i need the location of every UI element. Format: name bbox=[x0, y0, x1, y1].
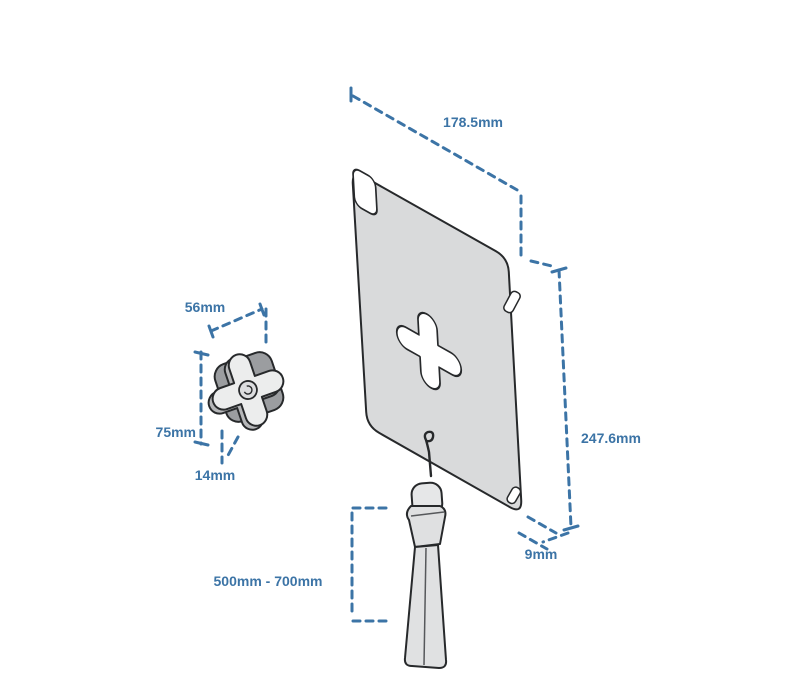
dim-case-width-label: 178.5mm bbox=[443, 114, 503, 130]
strap-buckle bbox=[405, 505, 447, 548]
dim-mount-width-label: 56mm bbox=[185, 299, 225, 315]
strap-hook bbox=[423, 430, 435, 478]
dim-case-height-ext-bottom bbox=[541, 531, 570, 544]
dim-case-depth-line-a bbox=[526, 515, 558, 535]
x-lock-mount bbox=[207, 351, 285, 431]
strap-seam bbox=[423, 547, 427, 666]
buckle-pin bbox=[410, 511, 445, 517]
dim-case-height-label: 247.6mm bbox=[581, 430, 641, 446]
mount-center-disc bbox=[238, 380, 258, 400]
corner-notch bbox=[506, 486, 522, 505]
dim-mount-height-tick-bottom bbox=[193, 440, 210, 447]
mount-center-spiral bbox=[243, 385, 253, 395]
dimension-lines bbox=[193, 86, 580, 623]
x-mount-hole bbox=[395, 311, 463, 391]
dim-mount-height-tick-top bbox=[193, 350, 210, 357]
dim-mount-height-label: 75mm bbox=[156, 424, 196, 440]
dimension-labels: 178.5mm 247.6mm 9mm 500mm - 700mm 56mm 7… bbox=[156, 114, 641, 589]
dim-mount-width-tick-right bbox=[258, 302, 266, 317]
dim-case-height-line bbox=[557, 268, 573, 529]
hand-strap bbox=[403, 430, 448, 669]
dim-case-width-line bbox=[351, 94, 521, 193]
side-notch bbox=[503, 290, 521, 314]
tablet-case bbox=[351, 168, 523, 511]
dim-mount-depth-label: 14mm bbox=[195, 467, 235, 483]
dim-case-depth-label: 9mm bbox=[525, 546, 558, 562]
camera-cutout bbox=[352, 168, 378, 216]
dim-case-height-tick-bottom bbox=[562, 524, 580, 532]
dim-case-depth-line-b bbox=[517, 531, 549, 551]
dim-mount-width-line bbox=[209, 307, 264, 333]
dim-mount-depth-line-b bbox=[224, 435, 240, 461]
dim-case-height-ext-top bbox=[529, 259, 558, 269]
dim-case-height-tick-top bbox=[550, 266, 568, 274]
dim-strap-length-label: 500mm - 700mm bbox=[214, 573, 323, 589]
